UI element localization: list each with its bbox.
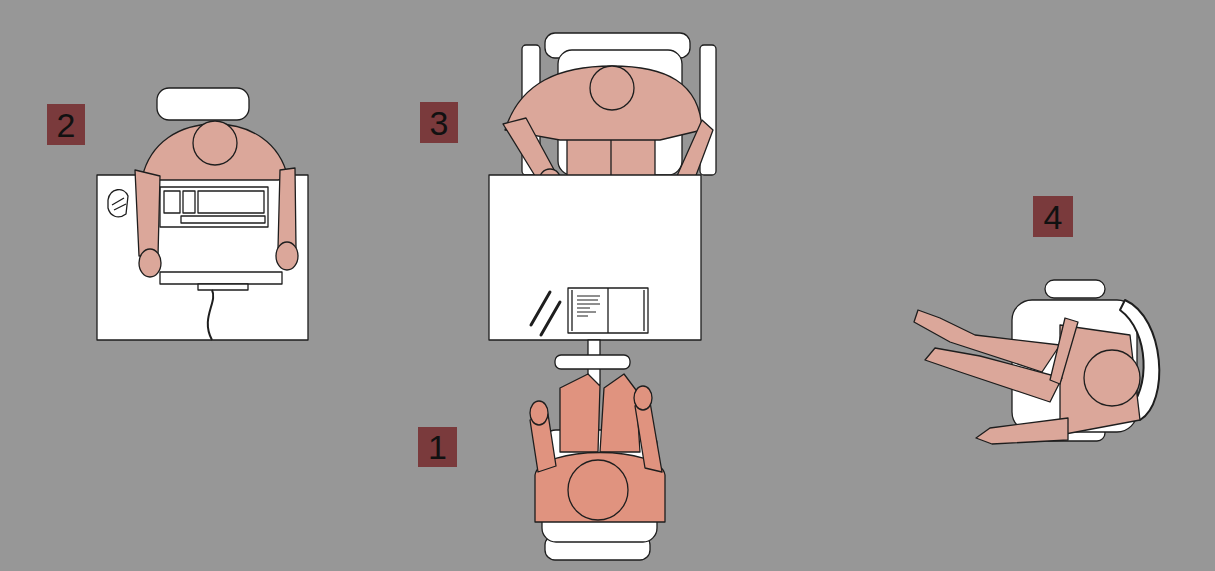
phone [108,190,128,217]
person-hand [139,249,161,277]
callout-box: 3 [420,102,458,143]
table [489,175,701,340]
callout-number: 3 [430,106,449,140]
person-arm [278,168,296,248]
computer-desk [97,175,308,340]
callout-number: 1 [428,430,447,464]
person-leg [560,374,600,452]
monitor [160,272,282,284]
person-head [193,121,237,165]
pens [531,292,560,335]
book-text-lines [577,296,600,316]
person-legs-line [610,135,611,176]
keyboard-keys [198,191,264,213]
person-arm [976,418,1068,444]
person-head [1084,350,1140,406]
person-hand [276,242,298,270]
person-head [568,460,628,520]
person-arm [1050,318,1078,384]
person-arm [135,170,160,256]
person-leg [925,348,1062,402]
monitor-stand [198,284,248,290]
person-hand [634,386,652,410]
callout-number: 4 [1044,200,1063,234]
footrest [555,355,630,369]
keyboard-keys [183,191,195,213]
person-torso [505,66,702,140]
open-book [568,288,648,333]
keyboard-keys [164,191,180,213]
book-spine [572,288,644,333]
monitor-cable [208,290,213,340]
callout-box: 1 [418,427,457,467]
person-hand [530,401,548,425]
callout-box: 4 [1033,196,1073,237]
person-leg [600,374,640,452]
callout-box: 2 [47,104,85,145]
keyboard-keys [181,216,265,223]
chair-back [157,88,249,120]
chair-armrest [1045,280,1105,298]
callout-number: 2 [57,108,76,142]
person-head [590,66,634,110]
phone-detail [112,198,126,210]
keyboard [160,187,268,227]
person-arm [635,402,662,472]
